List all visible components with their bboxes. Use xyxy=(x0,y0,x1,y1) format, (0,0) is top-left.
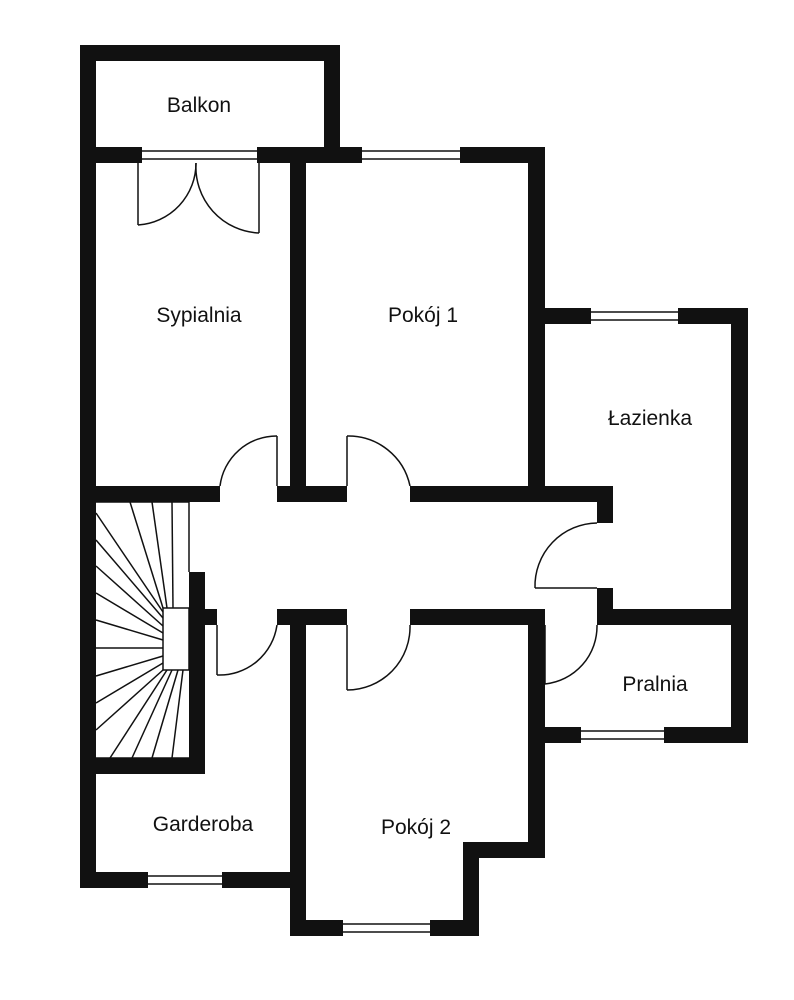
room-label-balkon: Balkon xyxy=(167,94,231,117)
window-pokoj2 xyxy=(343,923,430,933)
window-lazienka xyxy=(591,311,678,321)
wall-corridor-top-a xyxy=(96,486,220,502)
wall-lazienka-top-a xyxy=(528,308,591,324)
door-pokoj1 xyxy=(346,435,411,487)
wall-pralnia-bottom-b xyxy=(664,727,748,743)
stair-newel xyxy=(162,607,190,671)
doors xyxy=(137,162,598,691)
wall-top-b xyxy=(257,147,362,163)
wall-pokoj2-left xyxy=(290,609,306,936)
wall-bay-right xyxy=(463,842,479,936)
window-garderoba xyxy=(148,875,222,885)
wall-lazienka-top-b xyxy=(678,308,748,324)
door-pokoj2 xyxy=(346,624,411,691)
wall-garderoba-top xyxy=(96,758,205,774)
wall-bay-top xyxy=(463,842,545,858)
wall-garderoba-bottom-a xyxy=(80,872,148,888)
wall-corridor-top-c xyxy=(410,486,613,502)
window-pralnia xyxy=(581,730,664,740)
wall-pralnia-top xyxy=(597,609,748,625)
window-pokoj1 xyxy=(362,150,460,160)
wall-pokoj1-right xyxy=(528,147,545,502)
room-label-garderoba: Garderoba xyxy=(153,813,254,836)
room-label-pokoj2: Pokój 2 xyxy=(381,816,451,839)
room-label-lazienka: Łazienka xyxy=(608,407,692,430)
windows xyxy=(142,150,678,933)
wall-stair-stub xyxy=(189,572,205,625)
wall-corridor-bottom-b xyxy=(277,609,347,625)
door-garderoba xyxy=(216,624,278,676)
wall-pokoj2-right-a xyxy=(528,625,545,858)
wall-left-outer xyxy=(80,45,96,888)
door-lazienka xyxy=(534,522,598,589)
door-balcony xyxy=(137,162,260,234)
room-label-sypialnia: Sypialnia xyxy=(156,304,242,327)
window-sypialnia-balcony xyxy=(142,150,257,160)
wall-right-outer xyxy=(731,308,748,743)
wall-pokoj2-bottom-b xyxy=(430,920,479,936)
staircase xyxy=(95,501,190,759)
wall-balcony-top xyxy=(80,45,340,61)
wall-stair-right xyxy=(189,625,205,774)
door-sypialnia xyxy=(219,435,278,487)
room-label-pokoj1: Pokój 1 xyxy=(388,304,458,327)
wall-balcony-right xyxy=(324,45,340,163)
wall-corridor-top-b xyxy=(277,486,347,502)
wall-garderoba-bottom-b xyxy=(222,872,306,888)
walls xyxy=(80,45,748,936)
door-pralnia xyxy=(544,624,598,685)
wall-lazienka-left-a xyxy=(597,486,613,523)
wall-top-c xyxy=(460,147,545,163)
wall-top-a xyxy=(96,147,142,163)
room-label-pralnia: Pralnia xyxy=(622,673,688,696)
wall-partition-1 xyxy=(290,163,306,502)
wall-corridor-bottom-c xyxy=(410,609,545,625)
